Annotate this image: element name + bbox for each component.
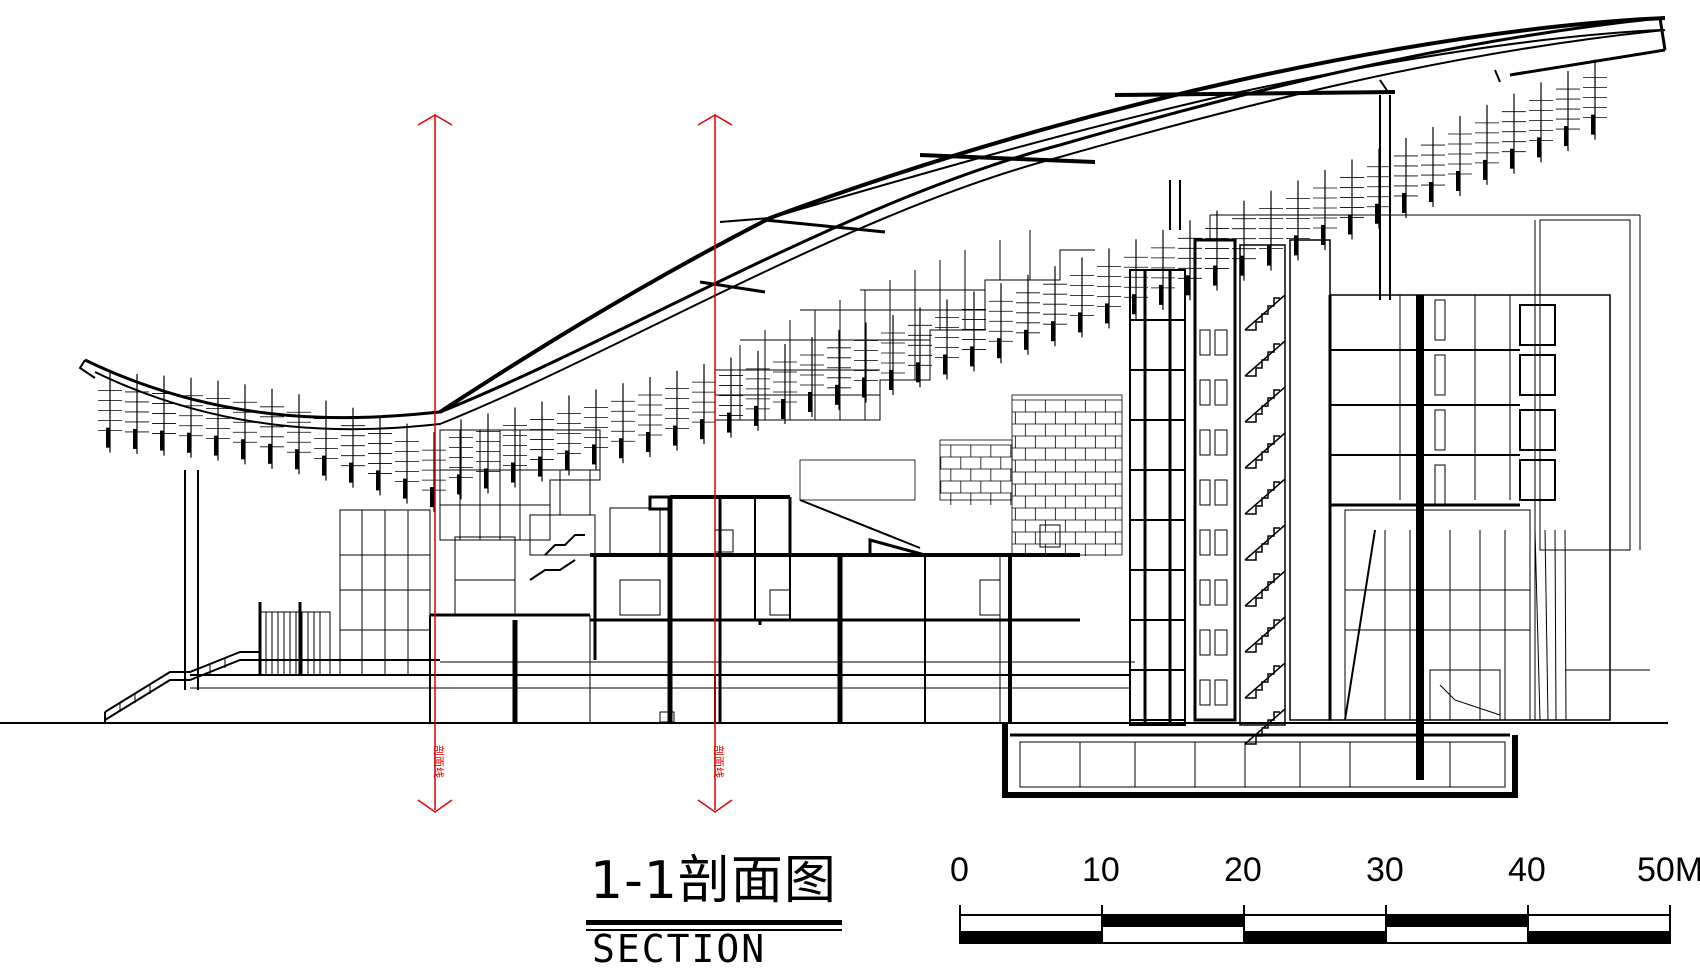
- section-marker-right: [697, 114, 733, 813]
- scale-bar: [959, 905, 1671, 944]
- roof-columns: [184, 95, 1391, 690]
- scale-label-10: 10: [1082, 851, 1120, 889]
- scale-label-40: 40: [1508, 851, 1546, 889]
- interior-floors: [429, 469, 1080, 723]
- title-rule-thin: [586, 929, 842, 931]
- scale-label-20: 20: [1224, 851, 1262, 889]
- scale-label-50m: 50M: [1637, 851, 1700, 889]
- section-marker-left-label: 剖面线: [432, 745, 445, 778]
- glazing-upper: [439, 230, 1095, 541]
- roof-louvres: [98, 59, 1607, 513]
- roof: [78, 16, 1667, 431]
- drawing-title-chinese: 1-1剖面图: [590, 851, 837, 911]
- section-marker-right-label: 剖面线: [712, 745, 725, 778]
- title-rule-thick: [586, 920, 842, 925]
- curtain-wall-left: [258, 509, 431, 676]
- section-marker-left: [417, 114, 453, 813]
- entrance-ramp: [104, 651, 1135, 722]
- brick-wall: [799, 394, 1123, 556]
- stair-core-tower: [1129, 214, 1650, 780]
- scale-label-0: 0: [950, 851, 969, 889]
- drawing-title-english: SECTION: [592, 927, 767, 971]
- basement: [1002, 722, 1518, 798]
- section-markers: [417, 114, 733, 813]
- scale-label-30: 30: [1366, 851, 1404, 889]
